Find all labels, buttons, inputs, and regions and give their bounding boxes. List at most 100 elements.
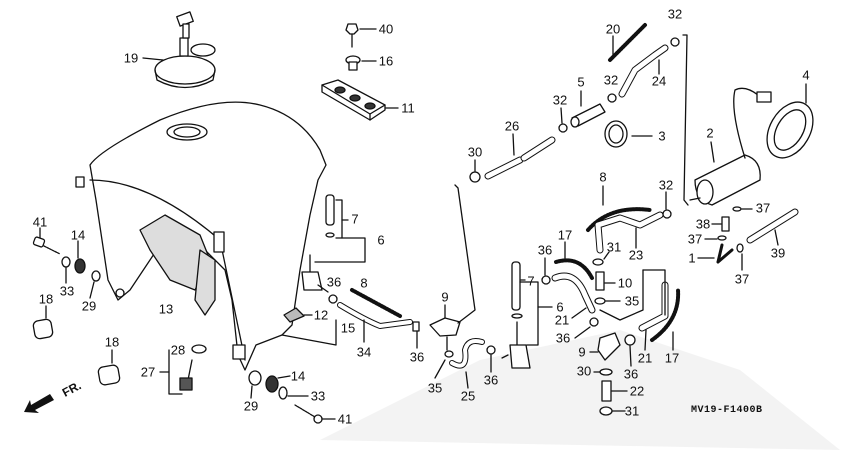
part-callout-41[interactable]: 41 [337,411,353,427]
part-callout-36[interactable]: 36 [555,330,571,346]
part-callout-7[interactable]: 7 [351,211,359,227]
part-callout-3[interactable]: 3 [658,128,666,144]
part-callout-30[interactable]: 30 [576,363,592,379]
part-callout-26[interactable]: 26 [504,118,520,134]
part-callout-18[interactable]: 18 [104,334,120,350]
spring-20 [608,23,647,62]
hose-24 [618,44,669,98]
part-callout-36[interactable]: 36 [483,372,499,388]
part-callout-34[interactable]: 34 [356,344,372,360]
part-callout-8[interactable]: 8 [599,169,607,185]
clip-36-c [486,345,496,373]
bolt-40 [345,23,377,48]
part-callout-27[interactable]: 27 [140,364,156,380]
part-callout-2[interactable]: 2 [706,125,714,141]
part-callout-7[interactable]: 7 [527,273,535,289]
part-callout-38[interactable]: 38 [695,216,711,232]
part-callout-1[interactable]: 1 [688,250,696,266]
joint-10 [595,271,616,291]
part-callout-33[interactable]: 33 [310,388,326,404]
pipe-38 [711,216,730,232]
clip-32-b [607,93,617,103]
part-callout-4[interactable]: 4 [802,67,810,83]
part-callout-24[interactable]: 24 [651,73,667,89]
part-callout-36[interactable]: 36 [537,242,553,258]
spring-8-right [586,185,652,232]
part-callout-20[interactable]: 20 [605,21,621,37]
part-callout-29[interactable]: 29 [81,298,97,314]
fuel-filter-5 [570,90,606,128]
clip-31-top [592,251,610,266]
part-callout-29[interactable]: 29 [243,398,259,414]
pump-cover-4 [766,83,814,159]
part-callout-36[interactable]: 36 [409,349,425,365]
part-callout-17[interactable]: 17 [557,227,573,243]
part-callout-25[interactable]: 25 [460,388,476,404]
part-callout-36[interactable]: 36 [623,366,639,382]
part-callout-13[interactable]: 13 [158,301,174,317]
hose-34 [337,302,413,343]
part-callout-8[interactable]: 8 [360,275,368,291]
front-arrow-icon [24,394,54,413]
part-callout-39[interactable]: 39 [770,245,786,261]
part-callout-15[interactable]: 15 [340,320,356,336]
clip-31-bottom [599,406,626,416]
part-callout-36[interactable]: 36 [326,274,342,290]
part-callout-14[interactable]: 14 [70,227,86,243]
part-callout-16[interactable]: 16 [378,53,394,69]
part-callout-40[interactable]: 40 [378,21,394,37]
clip-30-bottom [593,368,613,376]
part-callout-32[interactable]: 32 [603,72,619,88]
clip-36-b [412,321,420,349]
clip-32-d [662,191,672,219]
part-callout-9[interactable]: 9 [441,289,449,305]
part-callout-37[interactable]: 37 [755,200,771,216]
part-callout-35[interactable]: 35 [427,380,443,396]
clip-36-d [541,257,551,285]
part-callout-32[interactable]: 32 [667,6,683,22]
clip-37-b [704,235,727,241]
part-callout-9[interactable]: 9 [578,344,586,360]
diagram-code: MV19-F1400B [691,405,763,416]
part-callout-6[interactable]: 6 [556,299,564,315]
bolt-41-right [294,404,336,424]
part-callout-31[interactable]: 31 [624,403,640,419]
clip-36-e [574,317,599,339]
fuel-pump-2 [689,87,772,206]
clip-37-c [736,243,744,271]
fuel-valve-6-right [501,321,531,369]
part-callout-17[interactable]: 17 [664,350,680,366]
part-callout-21[interactable]: 21 [554,312,570,328]
part-callout-37[interactable]: 37 [687,231,703,247]
part-callout-21[interactable]: 21 [637,350,653,366]
part-callout-12[interactable]: 12 [313,307,329,323]
rubber-18-b [97,349,121,386]
part-callout-18[interactable]: 18 [38,291,54,307]
part-callout-5[interactable]: 5 [577,74,585,90]
part-callout-41[interactable]: 41 [32,214,48,230]
part-callout-19[interactable]: 19 [123,50,139,66]
fuel-sensor-27 [159,344,207,395]
clip-37-a [732,206,753,212]
three-way-joint-9-right [589,332,621,361]
part-callout-14[interactable]: 14 [290,368,306,384]
clip-32-c [670,34,689,206]
hose-23 [594,211,664,254]
part-callout-33[interactable]: 33 [59,283,75,299]
part-callout-30[interactable]: 30 [467,144,483,160]
part-callout-32[interactable]: 32 [552,92,568,108]
part-callout-32[interactable]: 32 [658,177,674,193]
part-callout-35[interactable]: 35 [624,293,640,309]
part-callout-6[interactable]: 6 [377,232,385,248]
rubber-18-a [32,305,54,340]
part-callout-23[interactable]: 23 [628,247,644,263]
part-callout-28[interactable]: 28 [170,342,186,358]
part-callout-37[interactable]: 37 [734,271,750,287]
part-callout-31[interactable]: 31 [606,239,622,255]
part-callout-10[interactable]: 10 [617,275,633,291]
pump-clamp-3 [604,120,653,148]
three-way-joint-9-left [429,184,476,351]
part-callout-11[interactable]: 11 [401,100,415,116]
part-callout-22[interactable]: 22 [629,383,645,399]
